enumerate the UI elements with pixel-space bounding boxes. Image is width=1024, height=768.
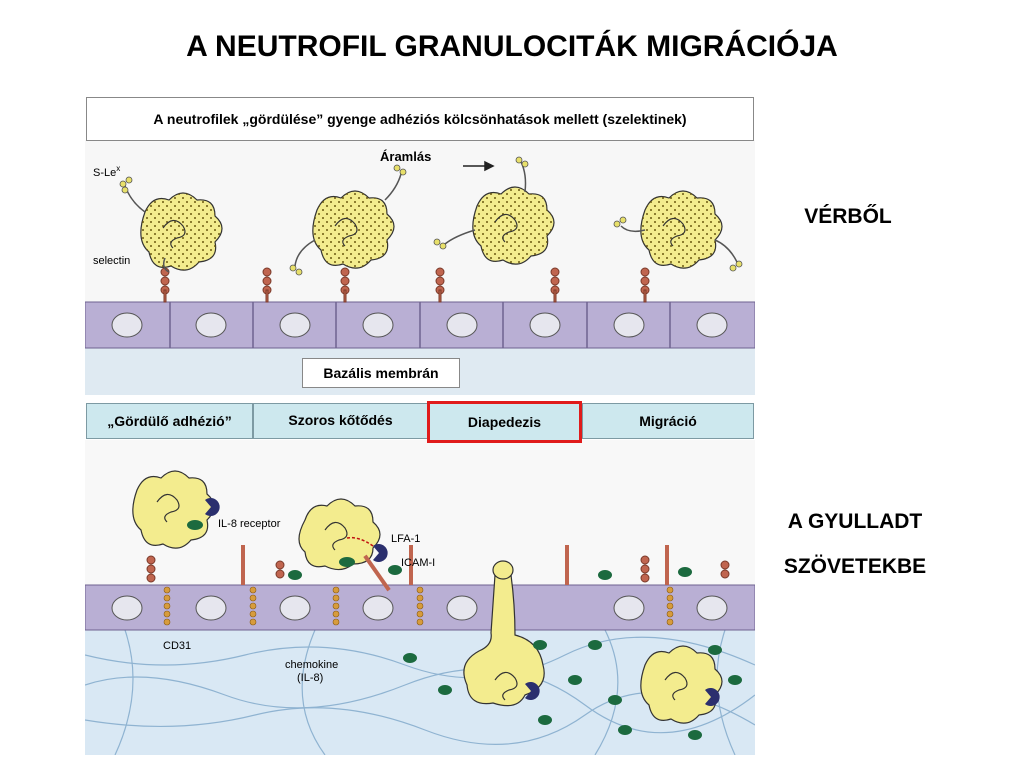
endothelium-layer (85, 301, 755, 349)
stage-migration: Migráció (582, 403, 754, 439)
rolling-neutrophil (132, 470, 215, 549)
endothelium-layer-bottom (85, 584, 755, 631)
il8-receptor-label: IL-8 receptor (218, 518, 281, 530)
slex-label: S-Lex (93, 164, 120, 179)
flow-arrow (463, 160, 495, 172)
lfa1-label: LFA-1 (391, 533, 420, 545)
lfa1-binding (346, 536, 374, 547)
il8-label: (IL-8) (297, 672, 323, 684)
stage-rolling-adhesion: „Gördülő adhézió” (86, 403, 253, 439)
top-panel-header: A neutrofilek „gördülése” gyenge adhézió… (86, 97, 754, 141)
selectin-molecules-bottom (146, 555, 730, 583)
blood-label: VÉRBŐL (804, 205, 892, 228)
adherent-neutrophil (298, 498, 381, 571)
stage-firm-binding: Szoros kőtődés (253, 403, 428, 439)
diapedesis-neutrophil (463, 560, 545, 707)
tissue-label-line2: SZÖVETEKBE (783, 555, 927, 578)
il8-receptors (205, 498, 720, 706)
icam-rods (241, 545, 669, 592)
tissue-fibers (85, 629, 755, 755)
migrating-neutrophil (640, 645, 723, 724)
selectin-label: selectin (93, 255, 130, 267)
chemokine-label: chemokine (285, 659, 338, 671)
cd31-label: CD31 (163, 640, 191, 652)
flow-label: Áramlás (380, 149, 431, 164)
top-panel-illustration: Áramlás S-Lex selectin (85, 140, 755, 395)
basal-membrane-label: Bazális membrán (302, 358, 460, 388)
neutrophil-cells (140, 186, 723, 271)
cd31-junctions (163, 586, 674, 626)
page-title: A NEUTROFIL GRANULOCITÁK MIGRÁCIÓJA (186, 30, 838, 63)
bottom-panel-illustration: IL-8 receptor LFA-1 ICAM-I CD31 chemokin… (85, 440, 755, 755)
chemokine-molecules (187, 520, 742, 740)
icam1-label: ICAM-I (401, 557, 435, 569)
tissue-label-line1: A GYULLADT (787, 510, 923, 533)
stage-diapedesis: Diapedezis (427, 401, 582, 443)
